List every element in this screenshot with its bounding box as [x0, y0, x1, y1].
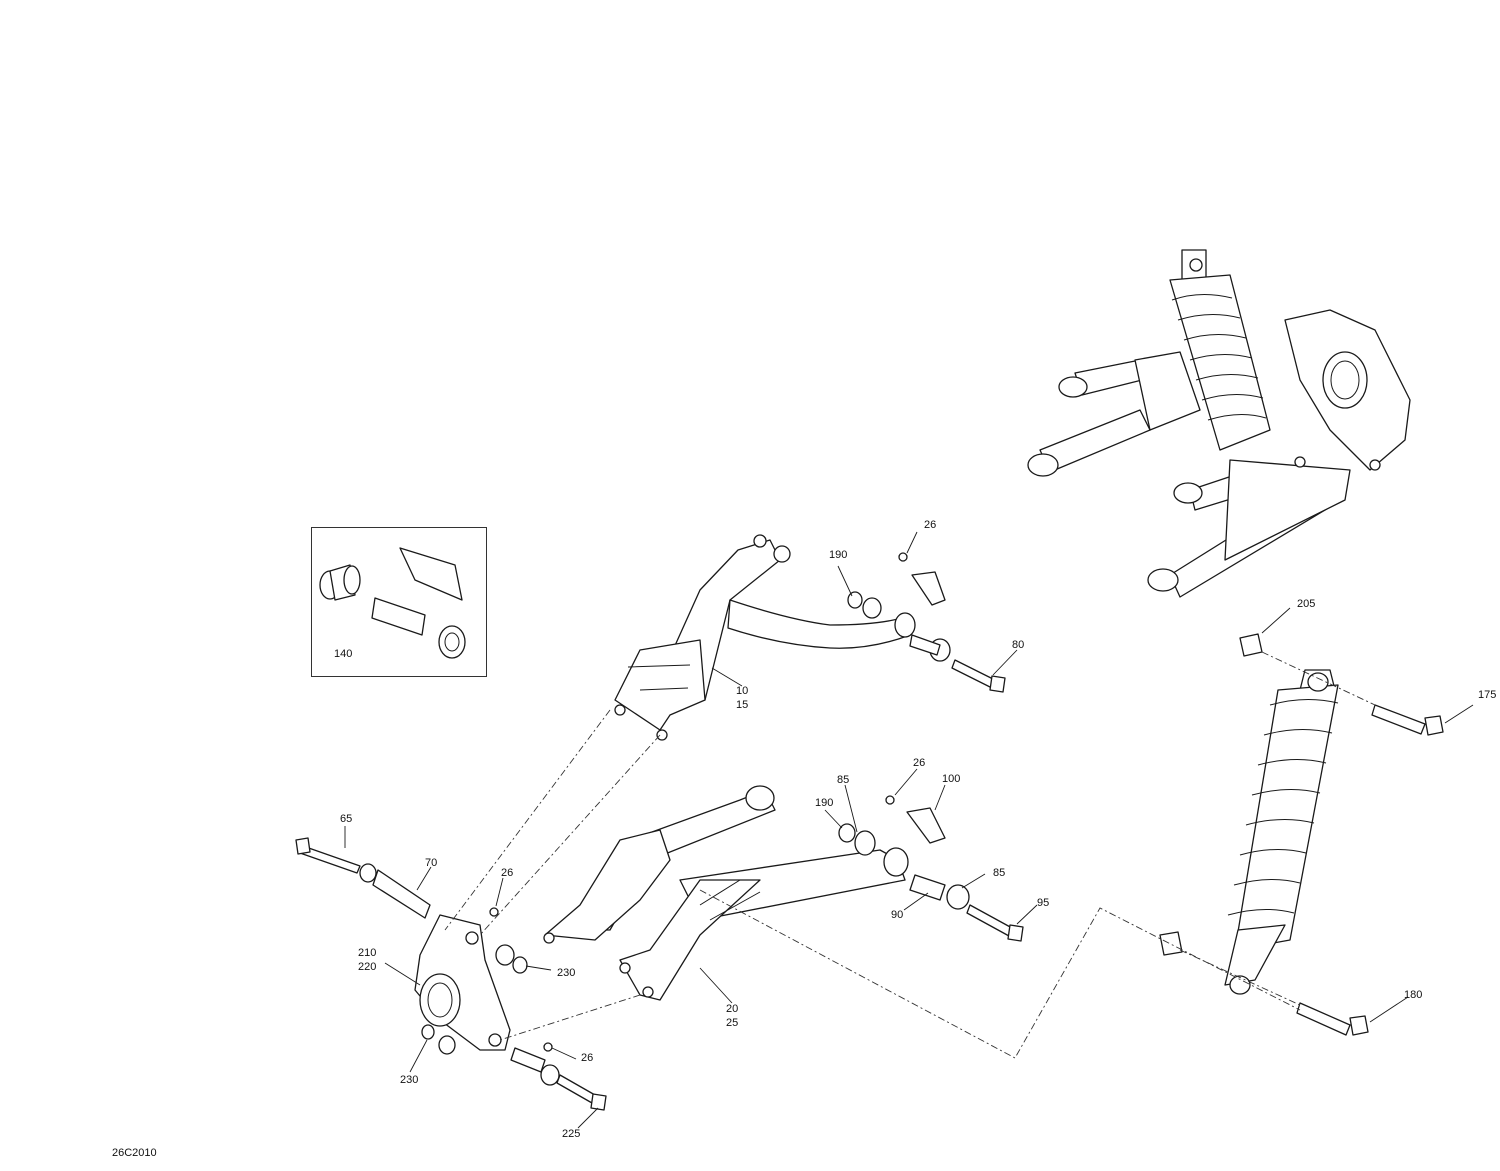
callout-95[interactable]: 95 — [1037, 897, 1050, 909]
callout-20-label: 20 — [726, 1003, 739, 1015]
upper-a-arm — [614, 534, 916, 741]
diagram-id: 26C2010 — [112, 1147, 157, 1159]
callout-85-right[interactable]: 85 — [993, 867, 1006, 879]
callout-10-15[interactable]: 10 15 — [736, 684, 748, 712]
callout-140[interactable]: 140 — [334, 648, 353, 660]
callout-26-mid[interactable]: 26 — [913, 757, 926, 769]
callout-210-220[interactable]: 210 220 — [358, 946, 376, 974]
bushing-kit-contents — [319, 547, 466, 659]
callout-20-25[interactable]: 20 25 — [726, 1002, 738, 1030]
assembled-suspension-view — [1027, 249, 1411, 598]
lower-a-arm — [543, 785, 909, 1001]
callout-10-label: 10 — [736, 685, 749, 697]
callout-225[interactable]: 225 — [562, 1128, 581, 1140]
fasteners — [295, 552, 1444, 1111]
bushing-kit-box — [311, 527, 487, 677]
callout-190-mid[interactable]: 190 — [815, 797, 834, 809]
callout-15-label: 15 — [736, 699, 749, 711]
knuckle — [414, 914, 511, 1051]
callout-230-right[interactable]: 230 — [557, 967, 576, 979]
callout-26-top[interactable]: 26 — [924, 519, 937, 531]
callout-85-top[interactable]: 85 — [837, 774, 850, 786]
callout-180[interactable]: 180 — [1404, 989, 1423, 1001]
callout-230-bottom[interactable]: 230 — [400, 1074, 419, 1086]
callout-205[interactable]: 205 — [1297, 598, 1316, 610]
leader-lines — [344, 531, 1474, 1129]
callout-25-label: 25 — [726, 1017, 739, 1029]
alignment-lines — [444, 651, 1376, 1059]
callout-80[interactable]: 80 — [1012, 639, 1025, 651]
callout-210-label: 210 — [358, 947, 377, 959]
callout-65[interactable]: 65 — [340, 813, 353, 825]
callout-220-label: 220 — [358, 961, 377, 973]
callout-26-left[interactable]: 26 — [501, 867, 514, 879]
callout-70[interactable]: 70 — [425, 857, 438, 869]
shock-absorber — [1224, 669, 1339, 995]
callout-100[interactable]: 100 — [942, 773, 961, 785]
callout-190-top[interactable]: 190 — [829, 549, 848, 561]
callout-175[interactable]: 175 — [1478, 689, 1497, 701]
callout-26-bottom[interactable]: 26 — [581, 1052, 594, 1064]
callout-90[interactable]: 90 — [891, 909, 904, 921]
